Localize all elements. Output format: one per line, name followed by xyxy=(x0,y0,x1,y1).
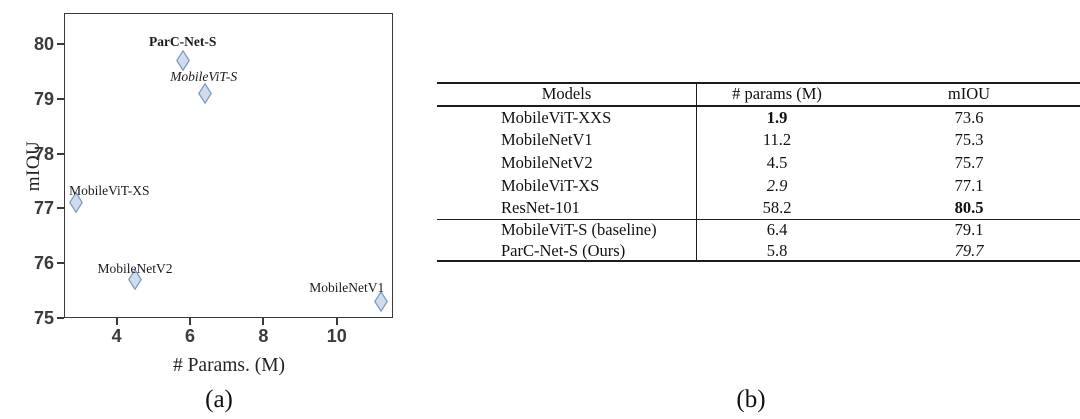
data-point-diamond xyxy=(197,82,212,105)
data-point-label: ParC-Net-S xyxy=(148,34,217,50)
x-axis-label: # Params. (M) xyxy=(172,355,286,376)
table-row: MobileNetV1 11.2 75.3 xyxy=(437,129,1080,152)
params-cell: 4.5 xyxy=(766,152,788,172)
table-column-divider xyxy=(696,82,698,262)
data-point-diamond xyxy=(175,49,190,72)
x-tick-mark xyxy=(115,318,118,325)
x-tick-label: 8 xyxy=(258,326,269,346)
column-header: mIOU xyxy=(947,84,991,104)
x-tick-label: 6 xyxy=(185,326,196,346)
table-rule xyxy=(437,105,1080,107)
results-table: Models # params (M) mIOU MobileViT-XXS 1.9 73… xyxy=(437,82,1080,262)
subfigure-b-caption: (b) xyxy=(736,386,766,413)
y-tick-label: 79 xyxy=(33,88,54,109)
y-tick-label: 76 xyxy=(33,253,54,274)
table-rule xyxy=(437,218,1080,221)
table-rule xyxy=(437,82,1080,84)
x-tick-mark xyxy=(335,318,338,325)
y-axis-label: mIOU xyxy=(23,140,44,192)
data-point-label: MobileNetV1 xyxy=(309,279,385,295)
plot-area: 75 76 77 78 79 80 4 6 8 10 ParC-Net-S MobileViT-S Mo… xyxy=(34,13,393,346)
miou-cell: 75.3 xyxy=(954,130,984,150)
x-tick-label: 10 xyxy=(326,326,347,346)
data-point-diamond xyxy=(128,268,142,291)
model-cell: ResNet-101 xyxy=(501,198,580,218)
y-tick-mark xyxy=(57,42,64,45)
y-tick-mark xyxy=(57,97,64,100)
miou-cell: 75.7 xyxy=(954,152,984,172)
params-cell: 1.9 xyxy=(766,107,788,127)
x-tick-label: 4 xyxy=(111,326,122,346)
x-tick-mark xyxy=(262,318,265,325)
model-cell: ParC-Net-S (Ours) xyxy=(501,240,626,260)
miou-cell: 73.6 xyxy=(954,107,984,127)
model-cell: MobileViT-XXS xyxy=(501,107,612,127)
table-rule xyxy=(437,260,1080,262)
table-row: ResNet-101 58.2 80.5 xyxy=(437,197,1080,220)
table-row: ParC-Net-S (Ours) 5.8 79.7 xyxy=(437,241,1080,262)
subfigure-a-caption: (a) xyxy=(205,386,233,413)
table-header-row: Models # params (M) mIOU xyxy=(437,84,1080,105)
data-point-label: MobileViT-XS xyxy=(69,182,150,198)
params-cell: 58.2 xyxy=(762,198,792,218)
data-point-label: MobileViT-S xyxy=(170,69,238,85)
table-row: MobileViT-XXS 1.9 73.6 xyxy=(437,107,1080,130)
x-tick-mark xyxy=(189,318,192,325)
data-point-label: MobileNetV2 xyxy=(97,260,173,276)
params-cell: 11.2 xyxy=(762,130,792,150)
column-header: Models xyxy=(541,84,592,104)
miou-cell: 79.7 xyxy=(954,240,984,260)
table-row: MobileViT-XS 2.9 77.1 xyxy=(437,174,1080,197)
y-tick-label: 75 xyxy=(33,308,54,328)
model-cell: MobileNetV1 xyxy=(501,130,593,150)
table-row: MobileNetV2 4.5 75.7 xyxy=(437,152,1080,175)
y-tick-mark xyxy=(57,207,64,210)
params-cell: 6.4 xyxy=(766,220,788,240)
model-cell: MobileViT-S (baseline) xyxy=(501,220,657,240)
y-tick-mark xyxy=(57,262,64,265)
column-header: # params (M) xyxy=(732,84,822,104)
miou-cell: 79.1 xyxy=(954,220,984,240)
plot-frame xyxy=(64,13,393,318)
y-tick-label: 77 xyxy=(33,198,54,219)
miou-cell: 77.1 xyxy=(954,175,984,195)
data-point-diamond xyxy=(69,191,84,214)
params-cell: 5.8 xyxy=(766,240,788,260)
miou-cell: 80.5 xyxy=(954,198,984,218)
y-tick-label: 78 xyxy=(33,143,54,164)
y-tick-mark xyxy=(57,317,64,319)
model-cell: MobileNetV2 xyxy=(501,152,593,172)
model-cell: MobileViT-XS xyxy=(501,175,600,195)
y-tick-label: 80 xyxy=(33,33,54,54)
params-cell: 2.9 xyxy=(766,175,788,195)
y-tick-mark xyxy=(57,152,64,155)
table-row: MobileViT-S (baseline) 6.4 79.1 xyxy=(437,220,1080,241)
data-point-diamond xyxy=(373,290,388,313)
